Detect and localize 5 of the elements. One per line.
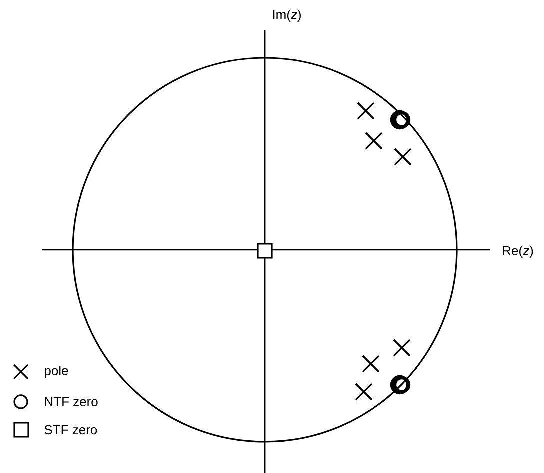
legend-label: STF zero	[44, 425, 98, 435]
legend-label: pole	[45, 366, 68, 378]
axis-label: Im(z)	[273, 10, 301, 22]
legend-label: NTF zero	[45, 397, 98, 407]
axis-label: Re(z)	[503, 246, 534, 258]
